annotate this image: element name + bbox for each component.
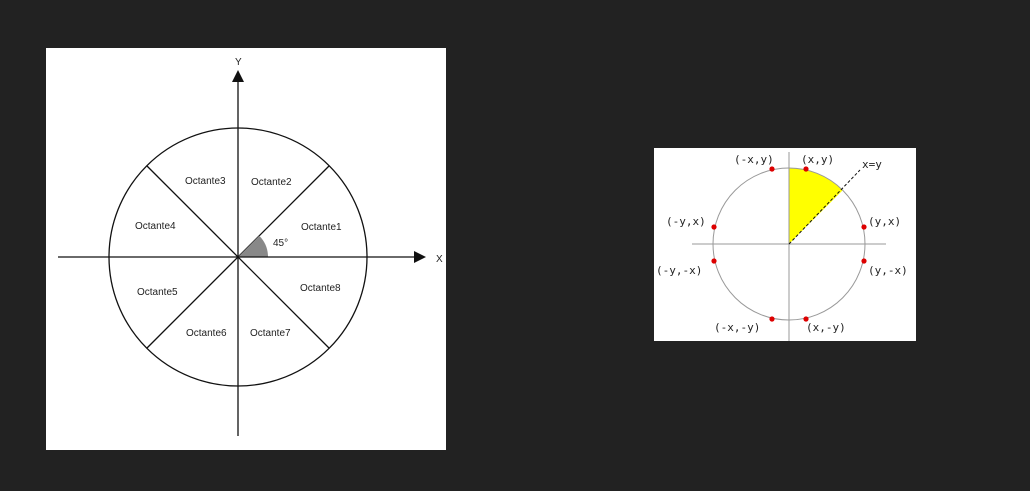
octant-label-3: Octante3	[185, 176, 226, 187]
point-negy-x	[711, 224, 717, 230]
point-label-y-x: (y,x)	[868, 215, 901, 228]
highlighted-octant	[789, 168, 843, 244]
point-x-negy	[803, 316, 809, 322]
point-negx-negy	[769, 316, 775, 322]
point-label-negy-x: (-y,x)	[666, 215, 706, 228]
octant-label-7: Octante7	[250, 328, 291, 339]
point-label-negx-negy: (-x,-y)	[714, 321, 760, 334]
octant-label-6: Octante6	[186, 328, 227, 339]
x-axis-arrow	[414, 251, 426, 263]
point-label-negy-negx: (-y,-x)	[656, 264, 702, 277]
diagonal-xy-line	[788, 169, 861, 245]
point-label-x-negy: (x,-y)	[806, 321, 846, 334]
point-negy-negx	[711, 258, 717, 264]
point-x-y	[803, 166, 809, 172]
point-y-x	[861, 224, 867, 230]
y-axis-arrow	[232, 70, 244, 82]
octant-label-8: Octante8	[300, 283, 341, 294]
octant-label-1: Octante1	[301, 222, 342, 233]
symmetry-diagram-panel: x=y (x,y) (-x,y) (y,x) (-y,x) (y,-x) (-y…	[654, 148, 916, 341]
point-label-negx-y: (-x,y)	[734, 153, 774, 166]
point-label-y-negx: (y,-x)	[868, 264, 908, 277]
octant-diagram: X Y 45° Octante1 Octante2 Octante3 Octan…	[58, 57, 443, 436]
y-axis-label: Y	[235, 57, 242, 68]
point-label-x-y: (x,y)	[801, 153, 834, 166]
x-axis-label: X	[436, 254, 443, 265]
octant-diagram-panel: X Y 45° Octante1 Octante2 Octante3 Octan…	[46, 48, 446, 450]
angle-label: 45°	[273, 238, 288, 249]
point-y-negx	[861, 258, 867, 264]
octant-label-2: Octante2	[251, 177, 292, 188]
diagonal-label: x=y	[862, 158, 882, 171]
symmetry-diagram: x=y (x,y) (-x,y) (y,x) (-y,x) (y,-x) (-y…	[656, 152, 908, 341]
octant-label-5: Octante5	[137, 287, 178, 298]
octant-label-4: Octante4	[135, 221, 176, 232]
point-negx-y	[769, 166, 775, 172]
angle-marker	[238, 235, 268, 257]
